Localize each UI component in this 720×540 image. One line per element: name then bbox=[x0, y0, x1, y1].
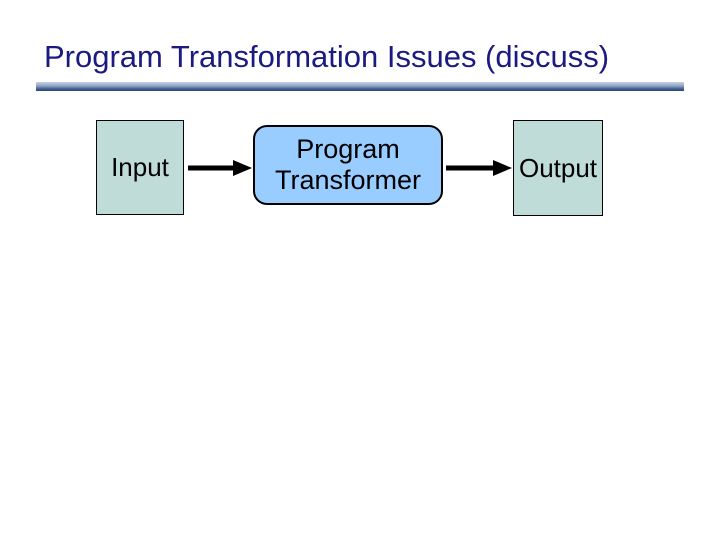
flow-arrow-transformer-to-output bbox=[446, 160, 512, 176]
output-box: Output bbox=[513, 120, 603, 216]
arrowhead-right-icon bbox=[493, 160, 512, 176]
transformer-label-line1: Program bbox=[296, 134, 400, 164]
program-transformer-box: Program Transformer bbox=[253, 125, 443, 205]
slide-title: Program Transformation Issues (discuss) bbox=[44, 39, 610, 74]
arrowhead-right-icon bbox=[233, 160, 252, 176]
title-underline-rule bbox=[36, 82, 684, 91]
transformer-label-line2: Transformer bbox=[274, 165, 422, 195]
input-box: Input bbox=[96, 120, 184, 215]
output-box-label: Output bbox=[518, 152, 598, 183]
input-box-label: Input bbox=[111, 152, 169, 182]
flow-arrow-input-to-transformer bbox=[188, 160, 252, 176]
